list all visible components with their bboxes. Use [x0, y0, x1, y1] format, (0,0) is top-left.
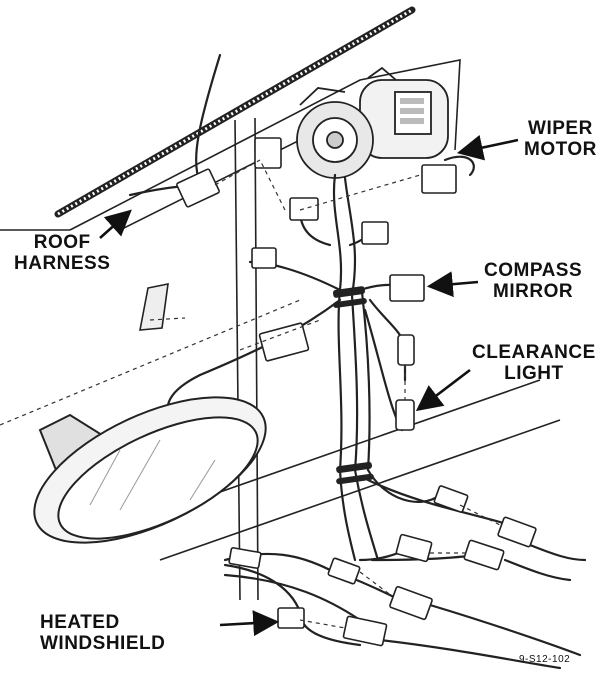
rearview-mirror — [33, 396, 267, 544]
callout-wiper-motor-line2: MOTOR — [524, 139, 597, 160]
callout-clearance-light: CLEARANCE LIGHT — [472, 342, 596, 384]
callout-heated-windshield: HEATED WINDSHIELD — [40, 612, 165, 654]
visor-bracket — [139, 282, 169, 331]
roof-rod — [54, 6, 416, 218]
callout-wiper-motor-line1: WIPER — [528, 118, 593, 139]
callout-clearance-light-line1: CLEARANCE — [472, 342, 596, 363]
callout-roof-harness: ROOF HARNESS — [14, 232, 110, 274]
callout-arrows — [99, 134, 519, 637]
harness-tape — [332, 286, 374, 485]
callout-roof-harness-line1: ROOF — [33, 232, 91, 253]
wiper-motor — [296, 66, 449, 179]
callout-heated-windshield-line2: WINDSHIELD — [40, 633, 166, 654]
callout-compass-mirror: COMPASS MIRROR — [484, 260, 582, 302]
figure-id: 9-S12-102 — [519, 654, 571, 665]
callout-roof-harness-line2: HARNESS — [14, 253, 111, 274]
alignment-lines — [0, 159, 501, 629]
callout-compass-mirror-line1: COMPASS — [484, 260, 583, 281]
connectors — [176, 137, 537, 647]
callout-compass-mirror-line2: MIRROR — [493, 281, 574, 302]
callout-heated-windshield-line1: HEATED — [40, 612, 120, 633]
callout-clearance-light-line2: LIGHT — [504, 363, 564, 384]
callout-wiper-motor: WIPER MOTOR — [524, 118, 597, 160]
